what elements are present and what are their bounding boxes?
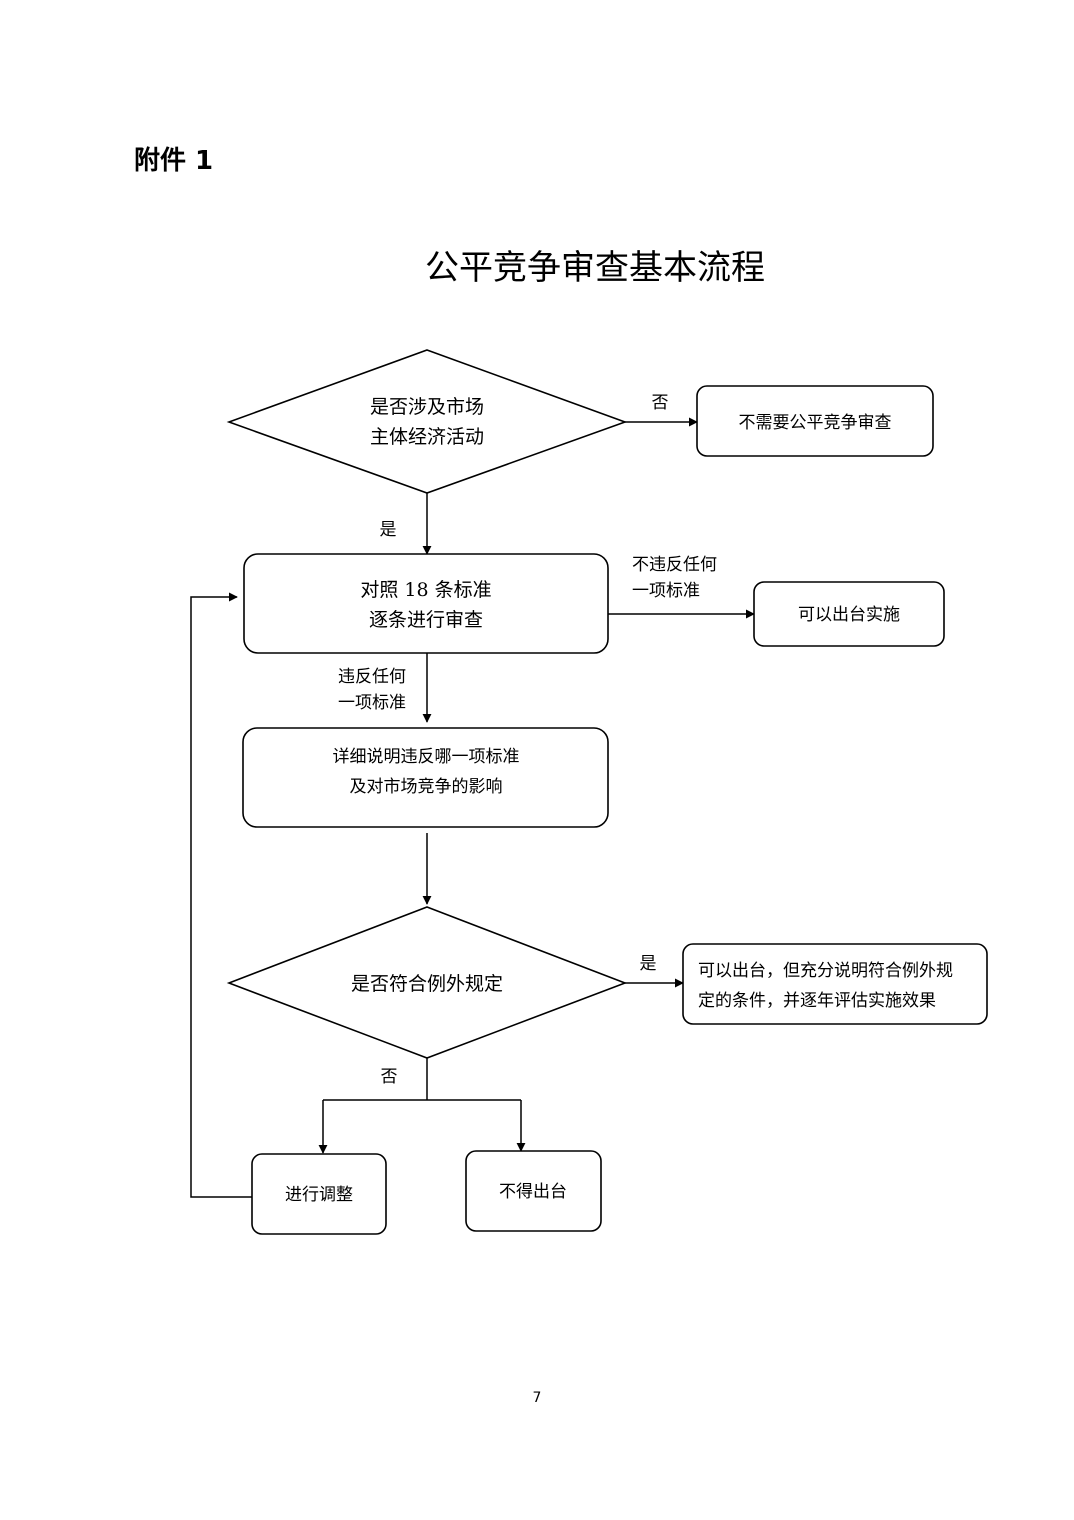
label-no-1: 否 bbox=[652, 393, 669, 413]
cannot-issue-box bbox=[465, 1150, 602, 1232]
can-implement-box bbox=[753, 581, 945, 647]
no-review-text: 不需要公平竞争审查 bbox=[739, 413, 892, 433]
exception-result-line-1: 可以出台，但充分说明符合例外规 bbox=[698, 961, 953, 981]
page-title: 公平竞争审查基本流程 bbox=[425, 248, 765, 288]
label-not-violate-line-2: 一项标准 bbox=[632, 581, 700, 601]
attachment-label: 附件 1 bbox=[134, 146, 214, 176]
adjust-text: 进行调整 bbox=[285, 1185, 353, 1205]
adjust-box bbox=[251, 1153, 387, 1235]
review-step-line-2: 逐条进行审查 bbox=[369, 609, 483, 631]
label-yes-2: 是 bbox=[640, 954, 657, 974]
can-implement-text: 可以出台实施 bbox=[798, 605, 900, 625]
review-step-line-1: 对照 18 条标准 bbox=[360, 579, 491, 601]
decision-market-shape bbox=[226, 349, 628, 494]
explain-step-line-2: 及对市场竞争的影响 bbox=[350, 777, 503, 797]
explain-step-box bbox=[242, 727, 609, 828]
exception-result-box bbox=[682, 943, 988, 1025]
exception-result-line-2: 定的条件，并逐年评估实施效果 bbox=[698, 991, 936, 1011]
page-number: 7 bbox=[532, 1390, 542, 1406]
label-not-violate-line-1: 不违反任何 bbox=[632, 555, 717, 575]
label-violate-line-1: 违反任何 bbox=[338, 667, 406, 687]
cannot-issue-text: 不得出台 bbox=[499, 1182, 567, 1202]
feedback-loop-connector bbox=[190, 592, 252, 1198]
no-review-box bbox=[696, 385, 934, 457]
label-violate-line-2: 一项标准 bbox=[338, 693, 406, 713]
decision-market-line-2: 主体经济活动 bbox=[370, 426, 484, 448]
review-step-box bbox=[243, 553, 609, 654]
label-yes-1: 是 bbox=[380, 520, 397, 540]
decision-exception-text: 是否符合例外规定 bbox=[351, 973, 503, 995]
explain-step-line-1: 详细说明违反哪一项标准 bbox=[333, 747, 520, 767]
decision-market-line-1: 是否涉及市场 bbox=[370, 396, 484, 418]
label-no-2: 否 bbox=[381, 1067, 398, 1087]
